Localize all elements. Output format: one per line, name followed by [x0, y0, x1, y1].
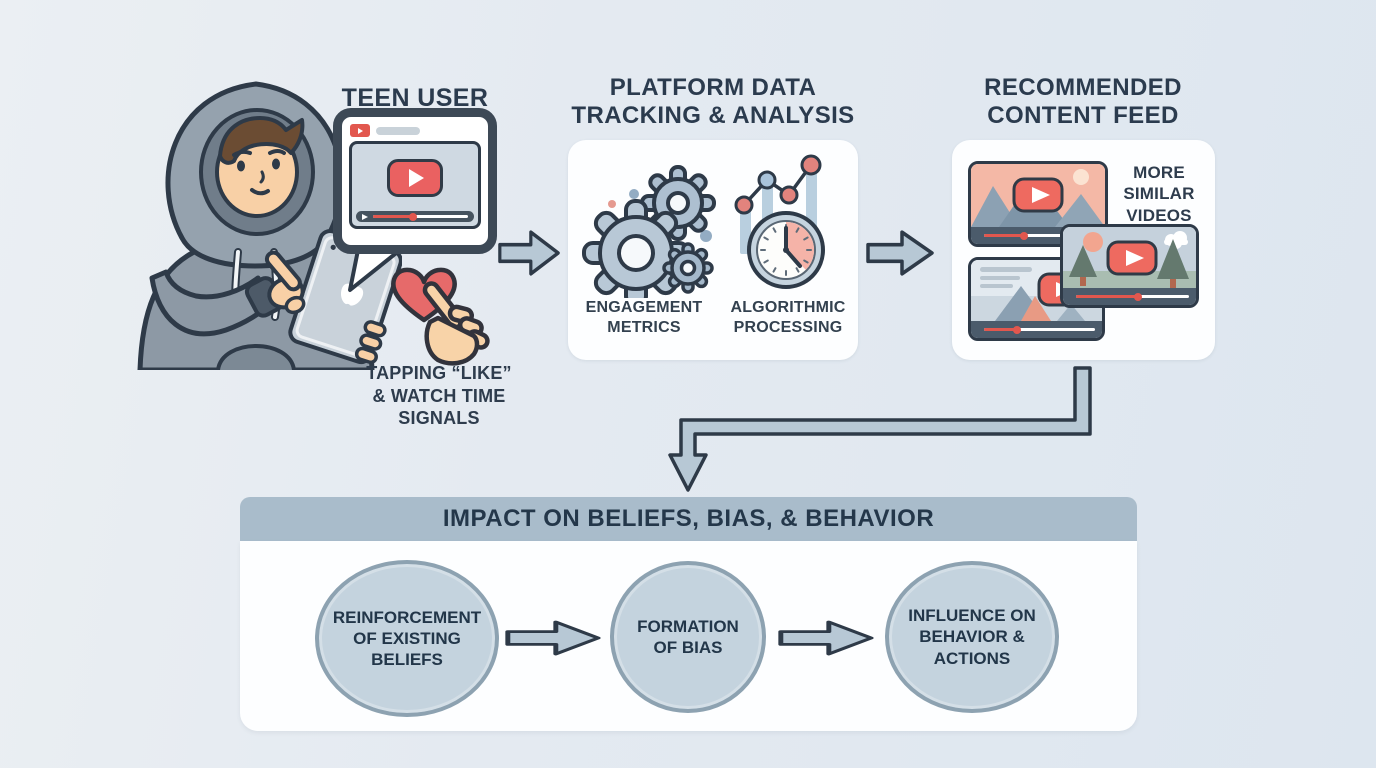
impact-step-bias: FORMATION OF BIAS	[610, 561, 766, 713]
engagement-metrics-label: ENGAGEMENT METRICS	[585, 299, 703, 336]
feed-box: MORE SIMILAR VIDEOS	[952, 140, 1215, 360]
line-chart-icon	[734, 154, 822, 215]
feed-title: RECOMMENDED CONTENT FEED	[984, 74, 1182, 130]
flow-arrow-icon	[866, 230, 934, 276]
clock-icon	[747, 211, 825, 289]
progress-bar	[356, 211, 474, 222]
platform-box: ENGAGEMENT METRICS ALGORITHMIC PROCESSIN…	[568, 140, 858, 360]
video-logo-icon	[350, 124, 370, 137]
algorithmic-clock-chart-icon	[734, 154, 825, 289]
video-thumbnail-icon	[968, 257, 1105, 341]
video-player-bubble-icon	[333, 108, 497, 254]
heart-like-tap-icon	[391, 267, 490, 366]
teen-user-title: TEEN USER	[341, 84, 489, 112]
gear-small	[662, 242, 714, 294]
algorithmic-processing-label: ALGORITHMIC PROCESSING	[730, 299, 846, 336]
flow-arrow-icon	[498, 230, 560, 276]
platform-title: PLATFORM DATA TRACKING & ANALYSIS	[571, 74, 855, 130]
apple-logo-icon	[341, 282, 364, 306]
elbow-flow-arrow-icon	[668, 366, 1092, 492]
gear-large	[582, 199, 690, 298]
engagement-gears-icon	[582, 165, 716, 298]
video-thumbnail-icon	[1060, 224, 1199, 308]
video-thumbnail-icon	[968, 161, 1108, 247]
tap-hand-icon	[422, 281, 490, 366]
search-pill	[376, 126, 420, 135]
speech-bubble-tail	[348, 250, 402, 292]
impact-step-behavior: INFLUENCE ON BEHAVIOR & ACTIONS	[885, 561, 1059, 713]
flow-arrow-icon	[778, 620, 874, 656]
impact-banner: IMPACT ON BELIEFS, BIAS, & BEHAVIOR	[240, 497, 1137, 541]
flow-arrow-icon	[505, 620, 601, 656]
impact-step-reinforcement: REINFORCEMENT OF EXISTING BELIEFS	[315, 560, 499, 717]
play-button-icon	[387, 159, 443, 198]
video-player-icon	[349, 141, 481, 229]
more-similar-label: MORE SIMILAR VIDEOS	[1123, 163, 1195, 225]
tapping-like-caption: TAPPING “LIKE” & WATCH TIME SIGNALS	[366, 363, 512, 428]
